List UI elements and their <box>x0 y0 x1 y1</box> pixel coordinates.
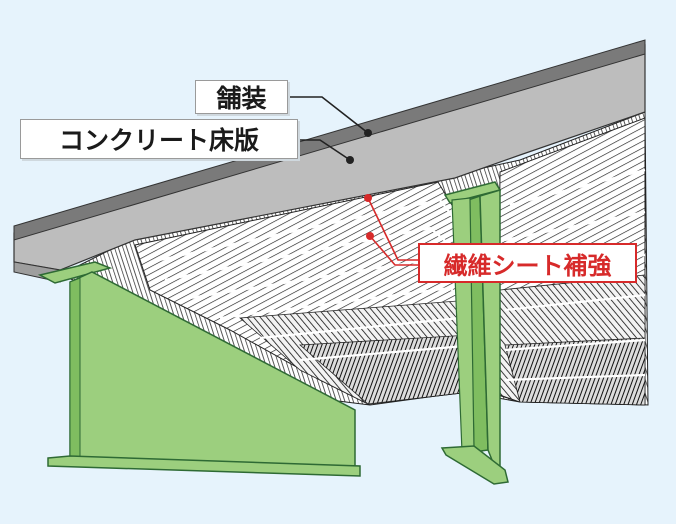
fiber-sheet-label: 繊維シート補強 <box>418 243 637 283</box>
pavement-label: 舗装 <box>195 80 288 114</box>
left-steel-girder <box>37 261 361 477</box>
leader-lines <box>288 96 418 266</box>
pavement-layer <box>13 39 646 241</box>
concrete-slab-label: コンクリート床版 <box>20 119 298 159</box>
